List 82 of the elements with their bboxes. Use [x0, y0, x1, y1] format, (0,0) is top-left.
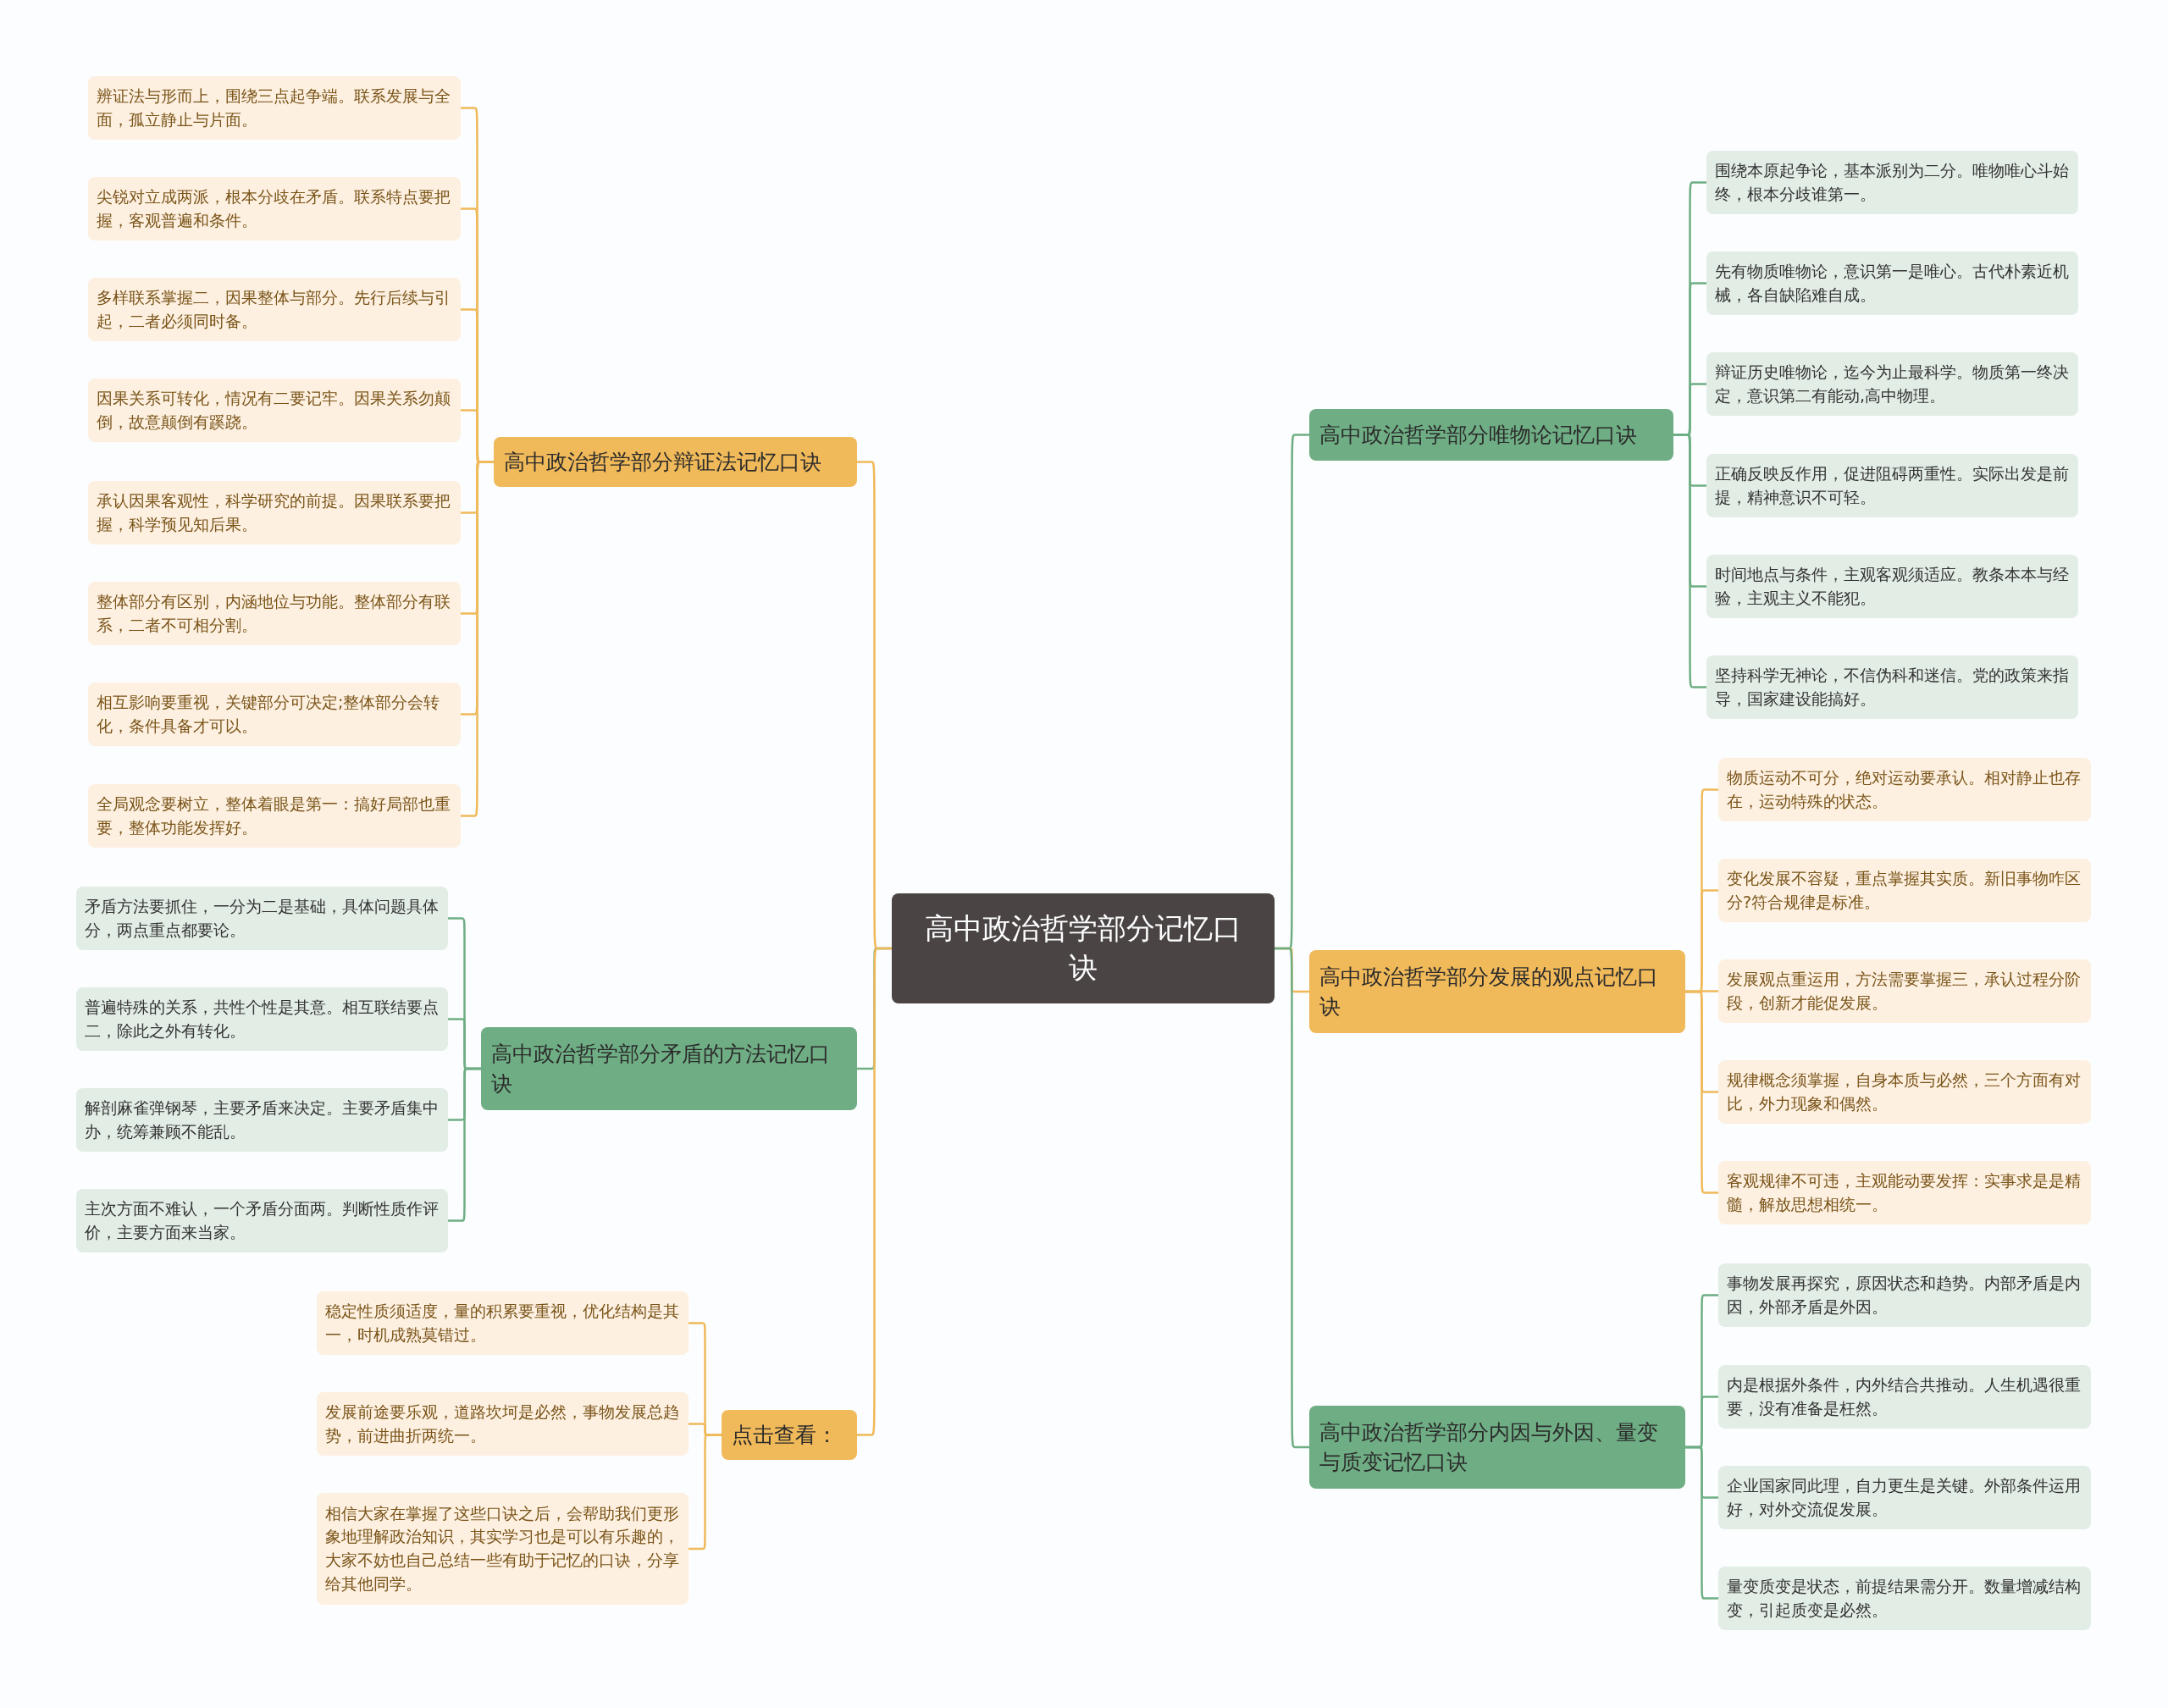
leaf-topic-card: [88, 76, 461, 140]
leaf-topic-card: [1718, 1365, 2091, 1429]
topic-text: 辩证历史唯物论，迄今为止最科学。物质第一终决定，意识第二有能动,高中物理。: [1715, 361, 2070, 406]
leaf-topic-card: [1718, 1567, 2091, 1630]
topic-text: 高中政治哲学部分发展的观点记忆口诀: [1319, 964, 1659, 1020]
leaf-topic-card: [76, 1088, 448, 1152]
branch-topic-card: [722, 1410, 857, 1460]
topic-text: 辨证法与形而上，围绕三点起争端。联系发展与全面，孤立静止与片面。: [97, 85, 451, 130]
topic-text: 发展观点重运用，方法需要掌握三，承认过程分阶段，创新才能促发展。: [1727, 968, 2082, 1014]
leaf-topic-card: [1706, 555, 2078, 618]
leaf-topic-card: [1718, 1161, 2091, 1224]
branch-topic-card: [1309, 1406, 1685, 1489]
topic-text: 因果关系可转化，情况有二要记牢。因果关系勿颠倒，故意颠倒有蹊跷。: [97, 387, 451, 433]
topic-text: 正确反映反作用，促进阻碍两重性。实际出发是前提，精神意识不可轻。: [1715, 462, 2070, 508]
topic-text: 点击查看：: [732, 1422, 838, 1449]
connector-line: [1673, 434, 1706, 688]
leaf-topic-card: [76, 987, 448, 1051]
topic-text: 尖锐对立成两派，根本分歧在矛盾。联系特点要把握，客观普遍和条件。: [97, 185, 451, 231]
topic-text: 内是根据外条件，内外结合共推动。人生机遇很重要，没有准备是枉然。: [1727, 1374, 2082, 1419]
topic-text: 解剖麻雀弹钢琴，主要矛盾来决定。主要矛盾集中办，统筹兼顾不能乱。: [85, 1097, 440, 1142]
leaf-topic-card: [1706, 151, 2078, 214]
leaf-topic-card: [76, 1189, 448, 1252]
topic-text: 高中政治哲学部分内因与外因、量变与质变记忆口诀: [1319, 1419, 1659, 1476]
leaf-topic-card: [88, 784, 461, 848]
central-topic-card: [892, 893, 1275, 1003]
connector-line: [857, 947, 892, 1436]
connector-line: [1275, 947, 1309, 1449]
topic-text: 普遍特殊的关系，共性个性是其意。相互联结要点二，除此之外有转化。: [85, 996, 440, 1042]
connector-line: [448, 1067, 481, 1222]
topic-text: 稳定性质须适度，量的积累要重视，优化结构是其一，时机成熟莫错过。: [325, 1300, 680, 1346]
topic-text: 高中政治哲学部分唯物论记忆口诀: [1319, 422, 1637, 449]
topic-text: 事物发展再探究，原因状态和趋势。内部矛盾是内因，外部矛盾是外因。: [1727, 1272, 2082, 1318]
topic-text: 主次方面不难认，一个矛盾分面两。判断性质作评价，主要方面来当家。: [85, 1197, 440, 1243]
connector-line: [1685, 1445, 1718, 1600]
branch-topic-card: [1309, 409, 1673, 461]
connector-line: [689, 1434, 722, 1550]
leaf-topic-card: [1718, 859, 2091, 922]
leaf-topic-card: [1718, 1466, 2091, 1529]
connector-line: [1685, 990, 1718, 1194]
topic-text: 高中政治哲学部分记忆口诀: [924, 910, 1242, 986]
topic-text: 相信大家在掌握了这些口诀之后，会帮助我们更形象地理解政治知识，其实学习也是可以有乐趣的，大家不妨也自己总结一些有助于记忆的口诀，分享给其他同学。: [325, 1502, 680, 1595]
topic-text: 相互影响要重视，关键部分可决定;整体部分会转化，条件具备才可以。: [97, 691, 441, 737]
leaf-topic-card: [1718, 1263, 2091, 1327]
branch-topic-card: [494, 437, 857, 487]
leaf-topic-card: [88, 177, 461, 240]
leaf-topic-card: [317, 1291, 689, 1355]
topic-text: 企业国家同此理，自力更生是关键。外部条件运用好，对外交流促发展。: [1727, 1474, 2082, 1520]
topic-text: 物质运动不可分，绝对运动要承认。相对静止也存在，运动特殊的状态。: [1727, 766, 2082, 812]
leaf-topic-card: [88, 278, 461, 341]
topic-text: 时间地点与条件，主观客观须适应。教条本本与经验，主观主义不能犯。: [1715, 563, 2070, 609]
leaf-topic-card: [88, 481, 461, 544]
topic-text: 多样联系掌握二，因果整体与部分。先行后续与引起，二者必须同时备。: [97, 286, 451, 332]
topic-text: 高中政治哲学部分矛盾的方法记忆口诀: [491, 1041, 831, 1097]
topic-text: 矛盾方法要抓住，一分为二是基础，具体问题具体分，两点重点都要论。: [85, 895, 440, 941]
topic-text: 围绕本原起争论，基本派别为二分。唯物唯心斗始终，根本分歧谁第一。: [1715, 159, 2070, 205]
topic-text: 变化发展不容疑，重点掌握其实质。新旧事物咋区分?符合规律是标准。: [1727, 867, 2082, 913]
leaf-topic-card: [1706, 454, 2078, 517]
topic-text: 发展前途要乐观，道路坎坷是必然，事物发展总趋势，前进曲折两统一。: [325, 1401, 680, 1446]
topic-text: 客观规律不可违，主观能动要发挥：实事求是是精髓，解放思想相统一。: [1727, 1169, 2082, 1215]
leaf-topic-card: [1706, 655, 2078, 719]
leaf-topic-card: [88, 683, 461, 746]
leaf-topic-card: [76, 887, 448, 950]
topic-text: 坚持科学无神论，不信伪科和迷信。党的政策来指导，国家建设能搞好。: [1715, 664, 2070, 710]
leaf-topic-card: [1706, 252, 2078, 315]
branch-topic-card: [1309, 950, 1685, 1033]
topic-text: 全局观念要树立，整体着眼是第一：搞好局部也重要，整体功能发挥好。: [97, 793, 451, 838]
leaf-topic-card: [1718, 959, 2091, 1023]
topic-text: 先有物质唯物论，意识第一是唯心。古代朴素近机械，各自缺陷难自成。: [1715, 260, 2070, 306]
topic-text: 量变质变是状态，前提结果需分开。数量增减结构变，引起质变是必然。: [1727, 1575, 2082, 1621]
leaf-topic-card: [317, 1392, 689, 1456]
leaf-topic-card: [1706, 352, 2078, 416]
topic-text: 规律概念须掌握，自身本质与必然，三个方面有对比，外力现象和偶然。: [1727, 1069, 2082, 1114]
connector-line: [461, 461, 494, 817]
leaf-topic-card: [88, 582, 461, 645]
leaf-topic-card: [1718, 1060, 2091, 1124]
leaf-topic-card: [88, 379, 461, 442]
leaf-topic-card: [317, 1493, 689, 1605]
leaf-topic-card: [1718, 758, 2091, 821]
topic-text: 整体部分有区别，内涵地位与功能。整体部分有联系，二者不可相分割。: [97, 590, 451, 636]
topic-text: 高中政治哲学部分辩证法记忆口诀: [504, 449, 821, 476]
topic-text: 承认因果客观性，科学研究的前提。因果联系要把握，科学预见知后果。: [97, 489, 451, 535]
branch-topic-card: [481, 1027, 857, 1110]
